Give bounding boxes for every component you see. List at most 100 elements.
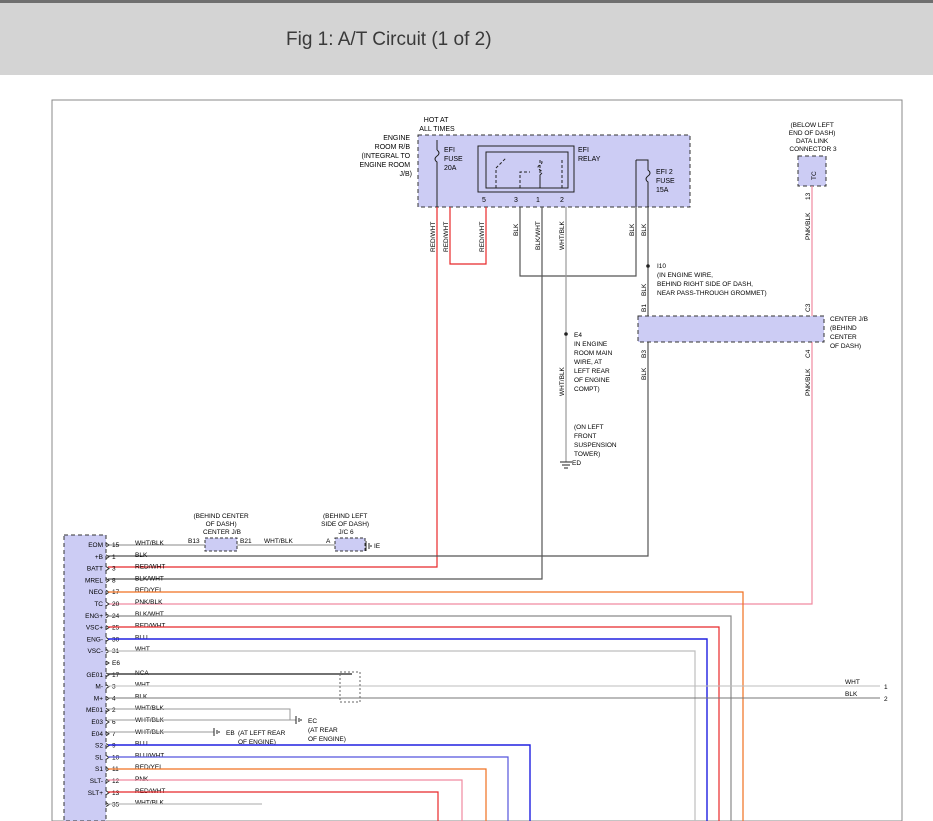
- wire-label-3: RED/WHT: [479, 222, 486, 252]
- ecm-pin-name: S1: [95, 766, 103, 773]
- wire-blkwht-eng: [108, 615, 732, 821]
- ecm-pin-number: 11: [112, 766, 119, 773]
- wire-label-7: BLK: [629, 223, 636, 236]
- cj-pin-b3: B3: [641, 350, 648, 358]
- ecm-pin-number: 4: [112, 695, 116, 702]
- efi-relay-inner: [485, 151, 569, 189]
- efi-fuse-label: EFI FUSE 20A: [444, 147, 465, 172]
- shield-connector: [339, 671, 361, 703]
- ecm-pin-number: E6: [112, 660, 120, 667]
- wire-redyel-s1: [108, 768, 487, 821]
- efi2-fuse-symbol: [635, 159, 651, 207]
- ecm-wire-color: BLK/WHT: [135, 611, 164, 618]
- ecm-pin-number: 12: [112, 778, 120, 785]
- ecm-pin-name: GE01: [86, 672, 103, 679]
- ecm-pin-name: BATT: [87, 566, 103, 573]
- efi2-fuse-label: EFI 2 FUSE 15A: [656, 169, 677, 194]
- dlc3-wire-label: PNK/BLK: [805, 212, 812, 240]
- cj-pin-c4: C4: [805, 349, 812, 358]
- hot-at-all-times-label: HOT AT ALL TIMES: [419, 117, 455, 133]
- ecm-pin-number: 15: [112, 542, 120, 549]
- ecm-pin-name: SL: [95, 754, 103, 761]
- ie-ground-icon: [365, 541, 372, 551]
- ecm-pin-number: 3: [112, 684, 116, 691]
- ecm-pin-number: 30: [112, 636, 120, 643]
- i10-label: I10 (IN ENGINE WIRE, BEHIND RIGHT SIDE O…: [657, 263, 767, 297]
- right-num-2: 2: [884, 696, 888, 703]
- dlc3-pin-tc: TC: [811, 171, 818, 180]
- wire-label-6: WHT/BLK: [559, 220, 566, 250]
- wire-label-5: BLK/WHT: [535, 221, 542, 250]
- ecm-pin-terminal: [105, 542, 110, 548]
- e4-wire-label: WHT/BLK: [559, 366, 566, 396]
- ecm-pin-name: NEO: [89, 589, 103, 596]
- cjb-pin-b13: B13: [188, 538, 200, 545]
- ecm-wire-color: WHT: [135, 646, 150, 653]
- wire-blu-s2: [108, 744, 531, 821]
- diagram-frame: [51, 99, 903, 821]
- ecm-pin-name: SLT-: [90, 778, 103, 785]
- wire-label-4: BLK: [513, 223, 520, 236]
- cj-pin-c3: C3: [805, 303, 812, 312]
- ecm-wire-color: BLU: [135, 634, 148, 641]
- ecm-pin-terminal: [105, 554, 110, 560]
- ecm-pin-terminal: [105, 719, 110, 725]
- engine-room-relay-box: [417, 134, 691, 208]
- mid-wire-label: WHT/BLK: [264, 538, 294, 545]
- ecm-pin-number: 10: [112, 754, 120, 761]
- ecm-wire-color: BLK: [135, 693, 148, 700]
- wire-redwht-slt: [108, 791, 439, 821]
- ecm-wire-color: PNK/BLK: [135, 599, 163, 606]
- ecm-pin-name: S2: [95, 743, 103, 750]
- cjb-mid-label: (BEHIND CENTER OF DASH) CENTER J/B: [193, 513, 250, 536]
- ecm-pin-name: MREL: [85, 577, 103, 584]
- e4-label: E4 IN ENGINE ROOM MAIN WIRE, AT LEFT REA…: [574, 332, 614, 393]
- relay-pin-labels: 5 3 1 2: [482, 197, 564, 204]
- e4-splice: [564, 332, 568, 336]
- ecm-pin-number: 13: [112, 790, 120, 797]
- ecm-pin-terminal: [105, 802, 110, 808]
- ecm-wire-color: RED/WHT: [135, 564, 165, 571]
- center-jb-connector: [637, 315, 825, 343]
- dlc3-connector: [797, 155, 827, 187]
- wire-pnk-tc: [108, 186, 813, 605]
- ecm-pin-name: E04: [91, 731, 103, 738]
- ecm-pin-number: 6: [112, 719, 116, 726]
- engine-room-rb-label: ENGINE ROOM R/B (INTEGRAL TO ENGINE ROOM…: [359, 135, 412, 178]
- ecm-wire-color: WHT: [135, 682, 150, 689]
- ecm-wire-color: BLK/WHT: [135, 575, 164, 582]
- ecm-pin-name: SLT+: [88, 790, 103, 797]
- dlc3-label: (BELOW LEFT END OF DASH) DATA LINK CONNE…: [789, 122, 837, 153]
- ecm-pin-number: 20: [112, 601, 120, 608]
- cj-wire-blk-bot: BLK: [641, 367, 648, 380]
- wire-label-1: RED/WHT: [430, 222, 437, 252]
- wire-blk-loop: [519, 207, 637, 277]
- ecm-pin-number: 1: [112, 554, 116, 561]
- ecm-pin-name: M-: [95, 684, 103, 691]
- ie-label: IE: [374, 543, 381, 550]
- efi-relay-contacts: [495, 157, 563, 188]
- cj-wire-blk-top: BLK: [641, 283, 648, 296]
- eb-ground-icon: [213, 728, 220, 736]
- wire-blu-eng: [108, 638, 708, 821]
- ecm-pin-name: VSC-: [87, 648, 103, 655]
- wire-label-8: BLK: [641, 223, 648, 236]
- i10-splice: [646, 264, 650, 268]
- wire-blkwht-mrel: [108, 207, 543, 580]
- ecm-wire-color: WHT/BLK: [135, 800, 165, 807]
- ecm-pin-name: EOM: [88, 542, 103, 549]
- ecm-wire-color: RED/WHT: [135, 623, 165, 630]
- ecm-pin-terminal: [105, 707, 110, 713]
- ecm-pin-number: 17: [112, 672, 120, 679]
- right-num-1: 1: [884, 684, 888, 691]
- ecm-pin-terminal: [105, 731, 110, 737]
- dlc3-pin-num: 13: [805, 192, 812, 200]
- jc6-pin-a: A: [326, 538, 331, 545]
- wire-me01: [108, 708, 296, 721]
- ecm-pin-number: 31: [112, 648, 120, 655]
- ecm-wire-color: RED/YEL: [135, 764, 163, 771]
- ecm-wire-color: RED/YEL: [135, 587, 163, 594]
- wire-red-vsc: [108, 626, 720, 821]
- ecm-pin-terminal: [105, 660, 110, 666]
- ecm-wire-color: BLK: [135, 552, 148, 559]
